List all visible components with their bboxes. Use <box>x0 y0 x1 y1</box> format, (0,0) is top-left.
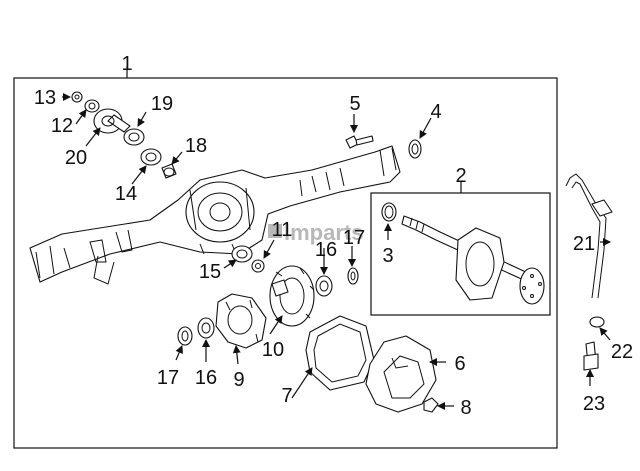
hose-clip[interactable] <box>589 316 605 328</box>
shim-right[interactable] <box>347 267 359 285</box>
callout-17-lower: 17 <box>157 367 179 389</box>
callout-14: 14 <box>115 183 137 205</box>
callout-21: 21 <box>573 233 595 255</box>
callout-6: 6 <box>454 353 465 375</box>
callout-22: 22 <box>611 341 633 363</box>
callout-12: 12 <box>51 115 73 137</box>
axle-seal[interactable] <box>408 139 422 159</box>
callout-23: 23 <box>583 393 605 415</box>
pinion-seal[interactable] <box>140 148 162 166</box>
callout-20: 20 <box>65 147 87 169</box>
callout-7: 7 <box>281 385 292 407</box>
callout-17-upper: 17 <box>343 227 365 249</box>
side-bearing-lower[interactable] <box>197 317 215 339</box>
callout-19: 19 <box>151 93 173 115</box>
axle-o-ring[interactable] <box>381 202 397 222</box>
callout-9: 9 <box>233 369 244 391</box>
axle-housing[interactable] <box>29 145 401 285</box>
callout-13: 13 <box>34 87 56 109</box>
side-bearing-right[interactable] <box>315 275 333 297</box>
vent-bolt[interactable] <box>345 135 374 149</box>
callout-4: 4 <box>430 101 441 123</box>
callout-16-upper: 16 <box>315 239 337 261</box>
callout-8: 8 <box>460 397 471 419</box>
vent-connector[interactable] <box>583 341 599 371</box>
cover-bolt[interactable] <box>423 397 439 413</box>
callout-2: 2 <box>455 165 466 187</box>
callout-16-lower: 16 <box>195 367 217 389</box>
pinion-bearing[interactable] <box>123 128 145 146</box>
axle-assembly-frame <box>13 77 558 449</box>
watermark: lmparts <box>268 220 363 245</box>
callout-11: 11 <box>272 219 293 241</box>
callout-10: 10 <box>262 339 284 361</box>
callout-5: 5 <box>349 93 360 115</box>
pinion-spacer[interactable] <box>161 163 177 179</box>
axle-shaft[interactable] <box>401 215 545 305</box>
thrust-washer[interactable] <box>251 259 265 273</box>
cover-gasket[interactable] <box>305 315 375 391</box>
side-bearing-left[interactable] <box>231 245 253 263</box>
callout-18: 18 <box>185 135 207 157</box>
callout-1: 1 <box>121 53 132 75</box>
watermark-text: lmparts <box>284 220 363 245</box>
gasket-washer[interactable] <box>84 99 100 113</box>
shim-left[interactable] <box>177 326 193 346</box>
companion-flange[interactable] <box>93 108 131 134</box>
ring-and-pinion[interactable] <box>269 265 315 327</box>
callout-3: 3 <box>382 245 393 267</box>
filler-plug[interactable] <box>71 91 83 103</box>
differential-cover[interactable] <box>365 335 437 413</box>
differential-case[interactable] <box>215 293 267 349</box>
callout-15: 15 <box>199 261 221 283</box>
